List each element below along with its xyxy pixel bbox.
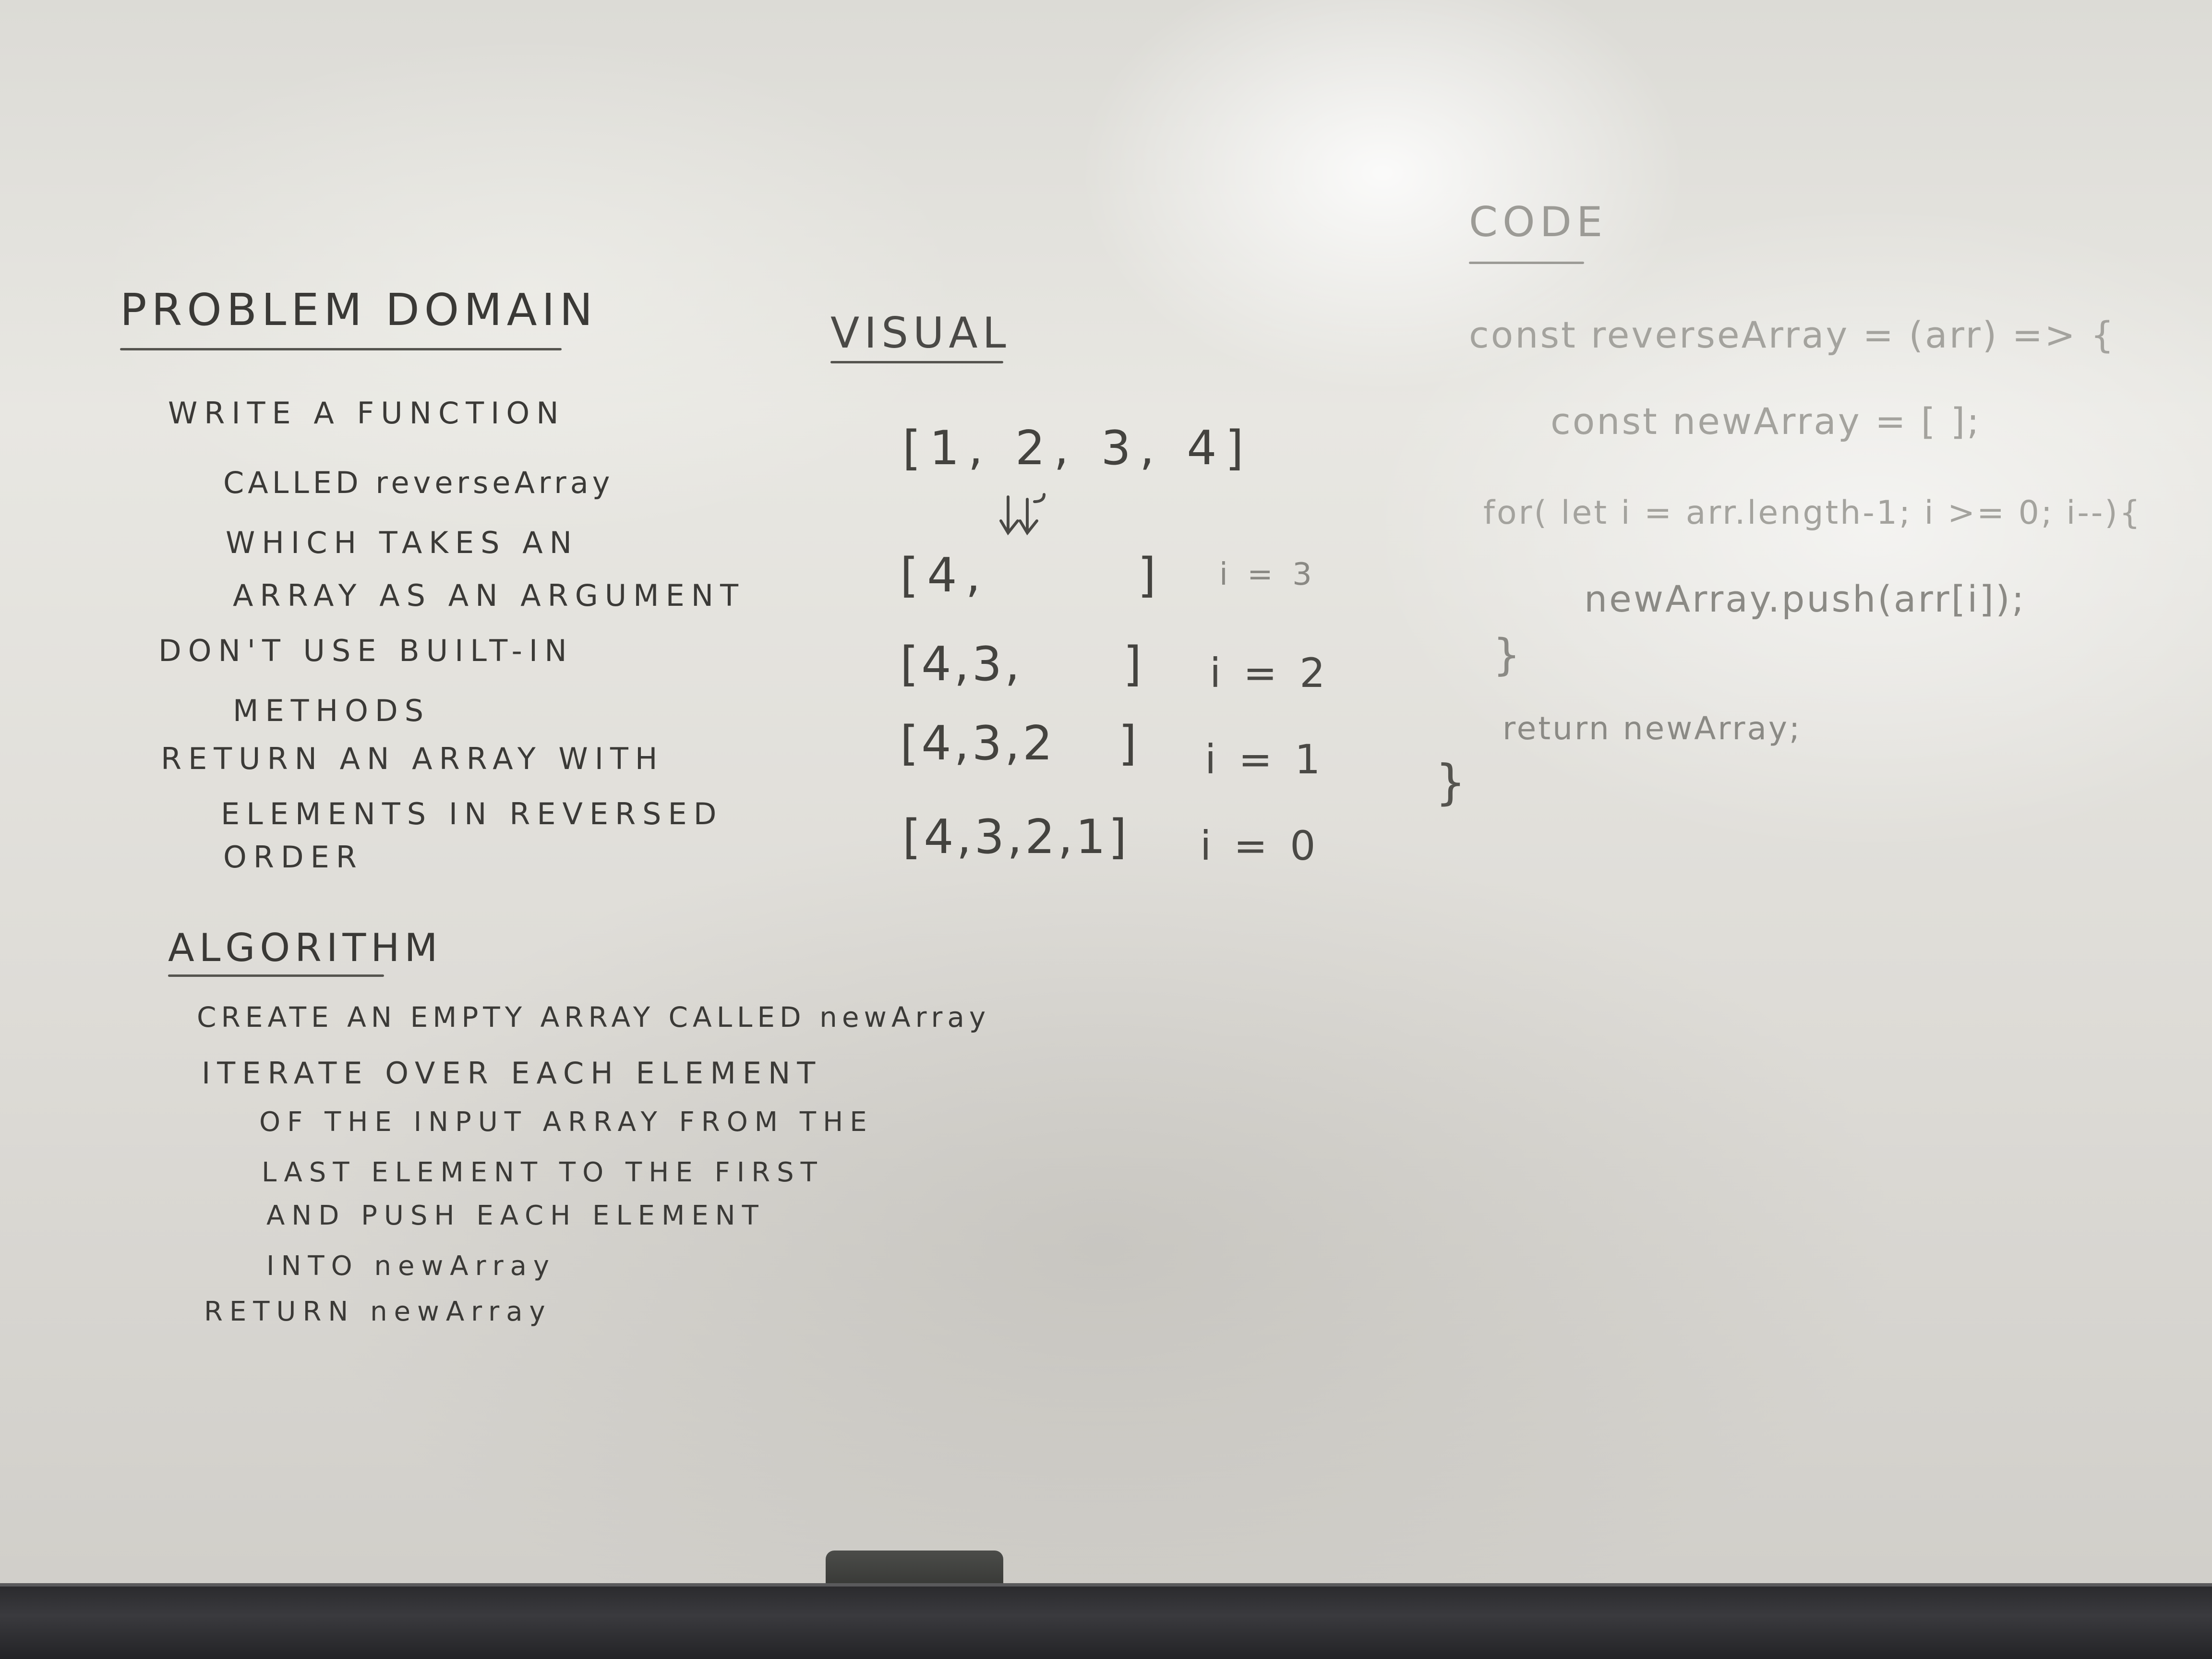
problem-domain-heading: PROBLEM DOMAIN bbox=[120, 284, 598, 336]
code-line: const reverseArray = (arr) => { bbox=[1469, 313, 2116, 356]
problem-line: METHODS bbox=[233, 693, 431, 728]
algorithm-line: LAST ELEMENT TO THE FIRST bbox=[262, 1157, 824, 1188]
code-line: for( let i = arr.length-1; i >= 0; i--){ bbox=[1483, 494, 2142, 532]
code-heading: CODE bbox=[1469, 198, 1608, 246]
visual-step-close: ] bbox=[1118, 716, 1146, 771]
visual-step-array: [4,3,2 bbox=[900, 716, 1056, 771]
visual-step-array: [4, bbox=[900, 548, 989, 603]
algorithm-line: AND PUSH EACH ELEMENT bbox=[266, 1200, 765, 1231]
problem-line: ARRAY AS AN ARGUMENT bbox=[233, 578, 745, 613]
algorithm-line: CREATE AN EMPTY ARRAY CALLED newArray bbox=[197, 1001, 991, 1034]
visual-step-array: [4,3,2,1] bbox=[902, 810, 1130, 865]
algorithm-heading: ALGORITHM bbox=[168, 926, 443, 970]
code-line: } bbox=[1493, 630, 1523, 680]
problem-line: RETURN AN ARRAY WITH bbox=[161, 741, 664, 776]
algorithm-line: INTO newArray bbox=[266, 1250, 556, 1282]
visual-step-index: i = 3 bbox=[1219, 557, 1317, 592]
visual-step-index: i = 2 bbox=[1210, 649, 1330, 697]
algorithm-line: ITERATE OVER EACH ELEMENT bbox=[202, 1056, 822, 1091]
algorithm-underline bbox=[168, 974, 384, 977]
code-line: return newArray; bbox=[1503, 710, 1802, 747]
visual-step-close: ] bbox=[1138, 548, 1165, 603]
code-underline bbox=[1469, 262, 1584, 264]
visual-underline bbox=[830, 361, 1003, 363]
algorithm-line: OF THE INPUT ARRAY FROM THE bbox=[259, 1106, 874, 1138]
code-line: newArray.push(arr[i]); bbox=[1584, 577, 2026, 620]
problem-line: DON'T USE BUILT-IN bbox=[158, 633, 574, 668]
visual-step-index: i = 0 bbox=[1200, 822, 1321, 869]
problem-line: CALLED reverseArray bbox=[223, 465, 614, 500]
visual-step-close: ] bbox=[1123, 637, 1151, 692]
problem-line: ORDER bbox=[223, 840, 363, 875]
code-line: } bbox=[1435, 754, 1468, 810]
visual-input-array: [1, 2, 3, 4] bbox=[902, 421, 1252, 476]
problem-line: WHICH TAKES AN bbox=[226, 525, 578, 560]
visual-heading: VISUAL bbox=[830, 308, 1011, 358]
down-arrow-icon bbox=[999, 493, 1046, 536]
visual-step-array: [4,3, bbox=[900, 637, 1023, 692]
algorithm-line: RETURN newArray bbox=[204, 1296, 552, 1327]
problem-line: ELEMENTS IN REVERSED bbox=[221, 796, 723, 831]
marker-tray bbox=[0, 1587, 2212, 1659]
problem-line: WRITE A FUNCTION bbox=[168, 396, 565, 431]
visual-step-index: i = 1 bbox=[1205, 736, 1325, 783]
code-line: const newArray = [ ]; bbox=[1551, 400, 1981, 443]
problem-domain-underline bbox=[120, 348, 562, 350]
